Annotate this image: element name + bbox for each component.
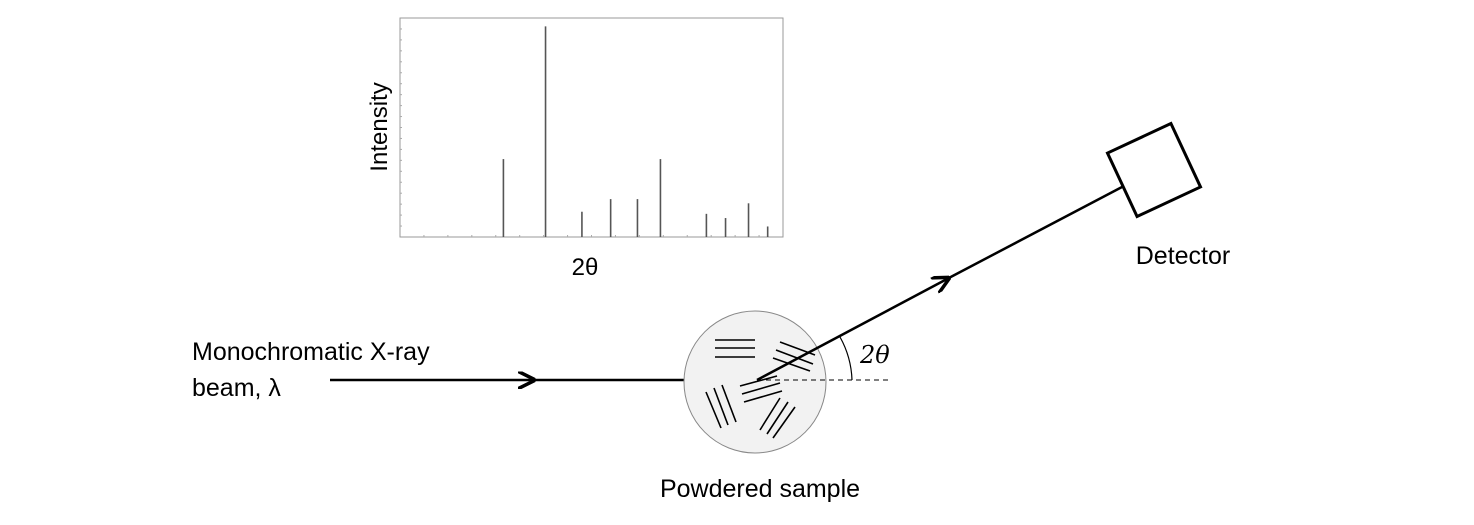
angle-arc bbox=[839, 336, 853, 381]
peaks bbox=[502, 26, 769, 237]
detector-box bbox=[1105, 121, 1203, 219]
chart-frame bbox=[399, 17, 784, 238]
angle-label: 2θ bbox=[859, 341, 890, 369]
x-axis-label: 2θ bbox=[572, 254, 599, 281]
detector-label: Detector bbox=[1136, 242, 1230, 270]
diffraction-pattern-chart: Intensity 2θ bbox=[366, 17, 784, 281]
axis-ticks bbox=[400, 28, 760, 237]
diffracted-beam-arrow bbox=[756, 279, 947, 382]
sample-label: Powdered sample bbox=[660, 475, 860, 503]
diffracted-beam bbox=[944, 185, 1123, 282]
powdered-sample bbox=[683, 310, 827, 454]
beam-label-line1: Monochromatic X-ray bbox=[192, 338, 430, 366]
beam-label-line2: beam, λ bbox=[192, 374, 281, 402]
y-axis-label: Intensity bbox=[366, 82, 393, 171]
